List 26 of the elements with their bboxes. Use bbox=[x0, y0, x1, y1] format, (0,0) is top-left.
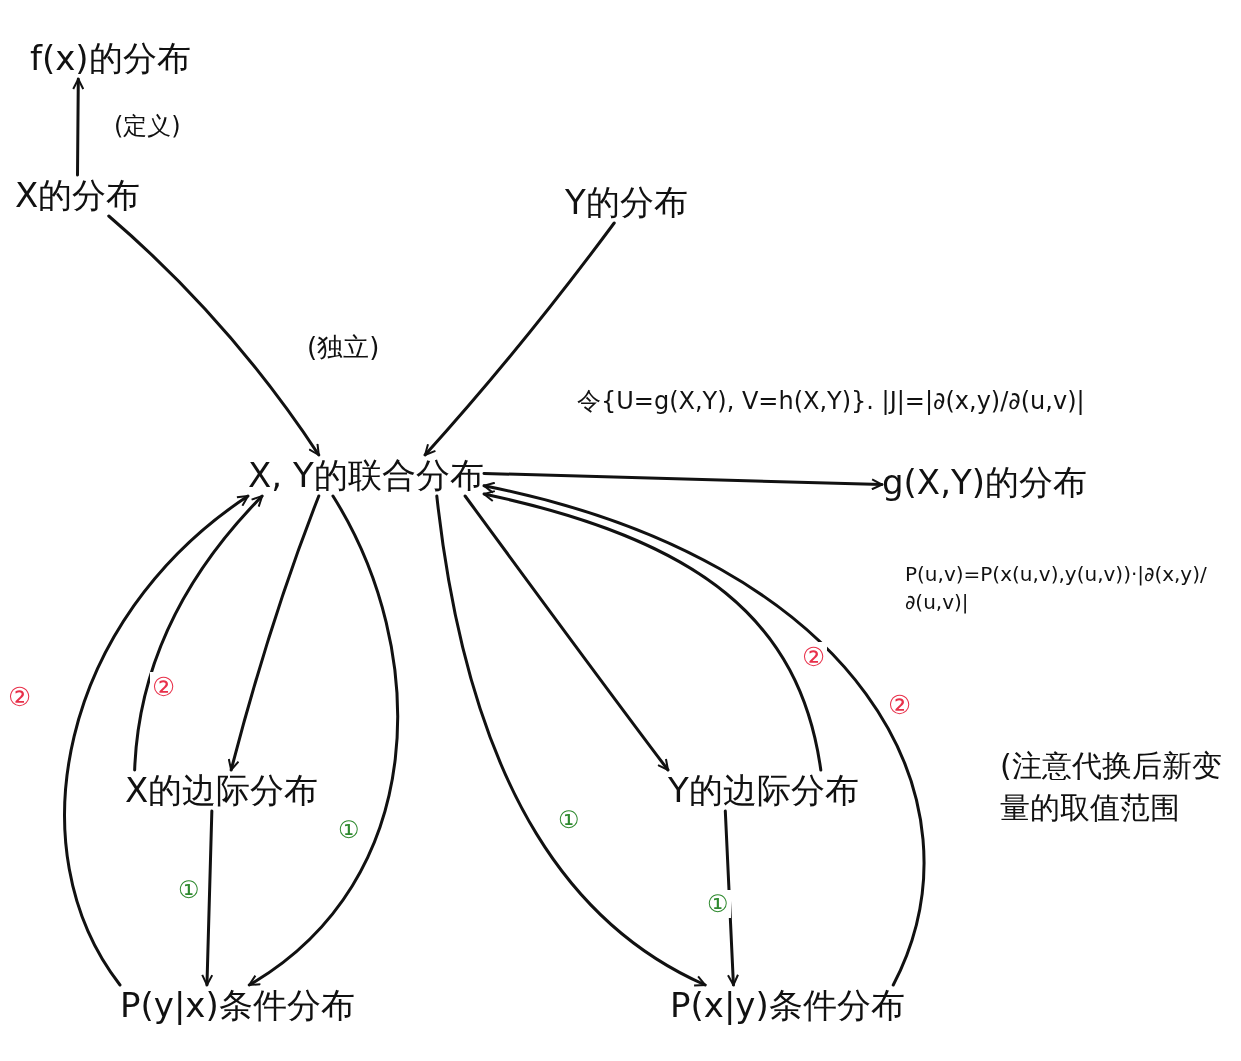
arrow bbox=[72, 77, 85, 177]
concept-label: P(x|y)条件分布 bbox=[670, 985, 905, 1026]
arrow bbox=[107, 214, 321, 457]
arrow bbox=[482, 482, 925, 987]
concept-label: X的边际分布 bbox=[125, 770, 319, 811]
concept-label: X的分布 bbox=[15, 175, 141, 216]
arrow bbox=[227, 494, 321, 772]
arrow bbox=[723, 809, 739, 987]
arrow bbox=[482, 490, 823, 772]
edge-label: ① bbox=[705, 890, 731, 918]
concept-label: Y的边际分布 bbox=[668, 770, 859, 811]
concept-label: X, Y的联合分布 bbox=[248, 455, 484, 496]
arrow bbox=[423, 221, 616, 457]
arrow bbox=[482, 471, 884, 491]
concept-label: f(x)的分布 bbox=[30, 38, 191, 79]
note-text: (注意代换后新变量的取值范围 bbox=[1000, 747, 1223, 827]
concept-label: g(X,Y)的分布 bbox=[882, 462, 1087, 503]
arrow bbox=[63, 494, 250, 987]
concept-label: Y的分布 bbox=[565, 182, 688, 223]
arrow bbox=[435, 494, 707, 987]
arrow bbox=[201, 809, 214, 987]
concept-label: P(y|x)条件分布 bbox=[120, 985, 355, 1026]
arrow bbox=[133, 494, 264, 772]
arrow bbox=[247, 494, 400, 987]
formula-text: P(u,v)=P(x(u,v),y(u,v))·|∂(x,y)/∂(u,v)| bbox=[905, 561, 1208, 616]
arrow bbox=[463, 494, 670, 772]
